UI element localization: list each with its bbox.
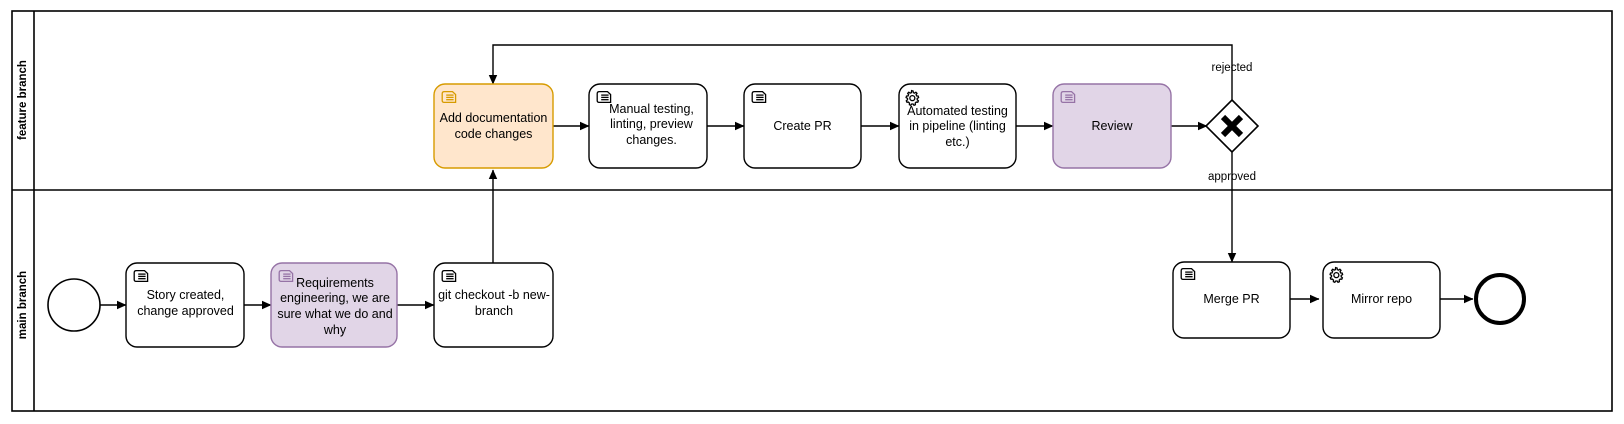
task-automated-testing-shape[interactable] xyxy=(898,83,1017,169)
manual-task-icon xyxy=(278,269,294,283)
task-story-created-label-wrap: Story created, change approved xyxy=(137,288,234,318)
task-merge-pr-label: Merge PR xyxy=(1203,292,1260,307)
task-merge-pr-shape[interactable] xyxy=(1172,261,1291,339)
gear-icon xyxy=(905,89,920,107)
manual-task-icon xyxy=(441,90,457,104)
manual-task-icon xyxy=(1180,267,1196,281)
task-add-documentation[interactable]: Add documentation code changes xyxy=(433,83,554,169)
flow-gateway-rejected-to-add-documentation xyxy=(488,44,1233,100)
task-automated-testing-label-wrap: Automated testing in pipeline (linting e… xyxy=(907,103,1008,149)
task-git-checkout-label: git checkout -b new-branch xyxy=(438,288,550,318)
task-mirror-repo-label-wrap: Mirror repo xyxy=(1350,292,1413,307)
task-requirements-engineering-label: Requirements engineering, we are sure wh… xyxy=(277,275,393,337)
task-create-pr-label: Create PR xyxy=(773,119,832,134)
start-event-shape[interactable] xyxy=(47,278,101,332)
task-story-created-label: Story created, change approved xyxy=(137,288,234,318)
task-manual-testing-label-wrap: Manual testing, linting, preview changes… xyxy=(609,101,694,147)
task-add-documentation-label-wrap: Add documentation code changes xyxy=(439,111,548,141)
task-git-checkout-label-wrap: git checkout -b new-branch xyxy=(438,288,550,318)
flow-label-rejected: rejected xyxy=(1212,62,1253,74)
task-manual-testing-shape[interactable] xyxy=(588,83,708,169)
gateway-x-icon xyxy=(1220,114,1244,138)
flow-label-approved: approved xyxy=(1208,171,1256,183)
task-manual-testing-label: Manual testing, linting, preview changes… xyxy=(609,101,694,147)
task-review-label-wrap: Review xyxy=(1091,119,1133,134)
pool-border xyxy=(11,10,1613,412)
task-mirror-repo[interactable]: Mirror repo xyxy=(1322,261,1441,339)
task-story-created[interactable]: Story created, change approved xyxy=(125,262,245,348)
task-create-pr-shape[interactable] xyxy=(743,83,862,169)
task-create-pr[interactable]: Create PR xyxy=(743,83,862,169)
task-add-documentation-label: Add documentation code changes xyxy=(439,111,548,141)
lane-label-feature-branch: feature branch xyxy=(17,60,29,140)
task-add-documentation-shape[interactable] xyxy=(433,83,554,169)
task-merge-pr-label-wrap: Merge PR xyxy=(1203,292,1260,307)
end-event-shape[interactable] xyxy=(1474,273,1526,325)
task-mirror-repo-shape[interactable] xyxy=(1322,261,1441,339)
task-automated-testing[interactable]: Automated testing in pipeline (linting e… xyxy=(898,83,1017,169)
start-event[interactable] xyxy=(47,278,101,332)
task-review[interactable]: Review xyxy=(1052,83,1172,169)
manual-task-icon xyxy=(751,90,767,104)
task-create-pr-label-wrap: Create PR xyxy=(773,119,832,134)
manual-task-icon xyxy=(1060,90,1076,104)
manual-task-icon xyxy=(596,90,612,104)
task-review-label: Review xyxy=(1091,119,1133,134)
gear-icon xyxy=(1329,266,1344,284)
task-requirements-engineering-label-wrap: Requirements engineering, we are sure wh… xyxy=(277,275,393,337)
lane-label-main-branch: main branch xyxy=(17,271,29,339)
task-requirements-engineering[interactable]: Requirements engineering, we are sure wh… xyxy=(270,262,398,348)
task-git-checkout-shape[interactable] xyxy=(433,262,554,348)
end-event[interactable] xyxy=(1474,273,1526,325)
task-merge-pr[interactable]: Merge PR xyxy=(1172,261,1291,339)
gateway-review-decision[interactable] xyxy=(1204,98,1260,154)
task-requirements-engineering-shape[interactable] xyxy=(270,262,398,348)
pool: feature branch main branch xyxy=(11,10,1613,412)
task-git-checkout[interactable]: git checkout -b new-branch xyxy=(433,262,554,348)
manual-task-icon xyxy=(441,269,457,283)
sequence-flows: rejected approved xyxy=(100,44,1474,310)
manual-task-icon xyxy=(133,269,149,283)
task-story-created-shape[interactable] xyxy=(125,262,245,348)
task-manual-testing[interactable]: Manual testing, linting, preview changes… xyxy=(588,83,708,169)
task-mirror-repo-label: Mirror repo xyxy=(1350,292,1413,307)
task-review-shape[interactable] xyxy=(1052,83,1172,169)
task-automated-testing-label: Automated testing in pipeline (linting e… xyxy=(907,103,1008,149)
